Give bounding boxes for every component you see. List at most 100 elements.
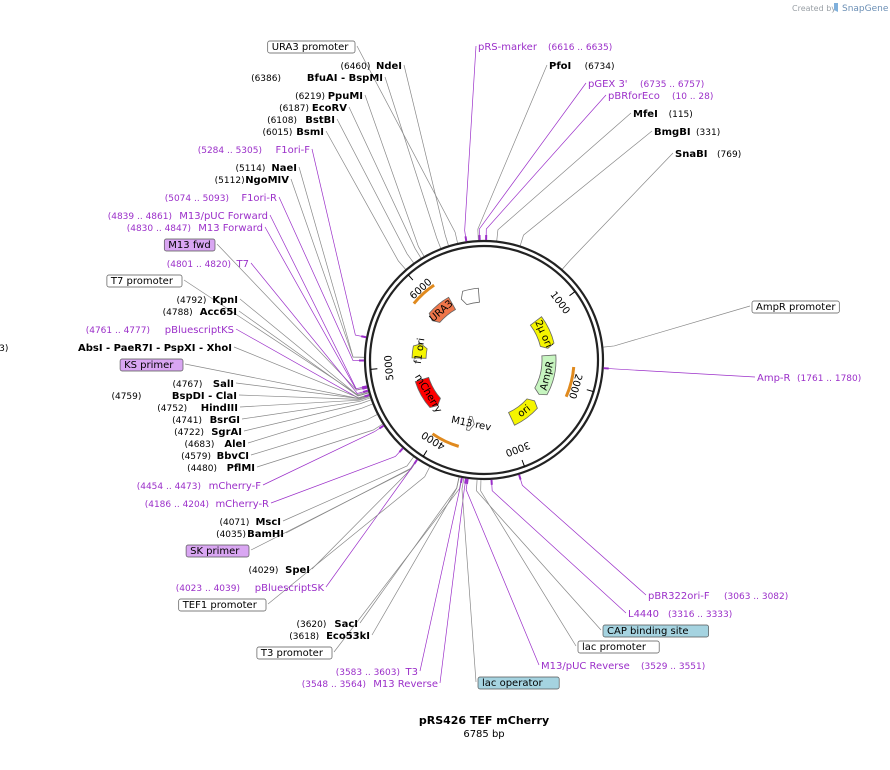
box-label-text: lac operator [482,678,543,689]
promoter-arc [412,283,435,305]
primer-site-marker [362,389,369,393]
site-name: SpeI [285,565,310,576]
box-label-text: T3 promoter [260,648,324,659]
site-position: (4029) [248,566,278,576]
box-label-text: CAP binding site [607,626,689,637]
primer-site-marker [398,447,404,453]
feature-label-f1-ori: f1 ori [413,337,428,364]
site-name: F1ori-F [276,145,311,156]
site-position: (4722) [174,428,204,438]
site-name: T3 [405,667,418,678]
site-name: Eco53kI [326,631,370,642]
site-position: (3583 .. 3603) [336,668,400,678]
label-bspdi-clai: BspDI - ClaI(4759) [111,391,237,402]
label-pbluescriptks: pBluescriptKS(4761 .. 4777) [86,325,234,336]
site-name: M13 Reverse [373,679,438,690]
label-ampr-promoter: AmpR promoter [751,300,840,314]
label-ecorv: EcoRV(6187) [279,103,347,114]
primer-site-marker [518,474,522,480]
label-box [106,274,183,288]
feature-label-m13-rev: M13 rev [450,415,492,434]
label-bbvci: BbvCI(4579) [181,451,249,462]
label-amp-r: Amp-R(1761 .. 1780) [757,373,861,384]
label-box [163,238,216,252]
box-label-text: KS primer [124,360,174,371]
tick-mark [569,291,576,297]
feature-arrow-ori [508,398,538,426]
label-lac-promoter: lac promoter [577,640,660,654]
site-name: pBluescriptKS [165,325,234,336]
site-position: (5112) [215,176,245,186]
site-position: (4579) [181,452,211,462]
connector-line [267,466,430,605]
site-position: (331) [696,128,720,138]
primer-site-marker [459,477,463,484]
label-ppumi: PpuMI(6219) [295,91,363,102]
connector-line [256,423,383,468]
site-name: MfeI [633,109,658,120]
label-acc65i: Acc65I(4788) [163,307,237,318]
map-subtitle: 6785 bp [463,729,504,740]
connector-line [464,45,477,242]
site-position: (4480) [187,464,217,474]
connector-line [371,477,460,636]
label-l4440: L4440(3316 .. 3333) [628,609,732,620]
site-position: (4035) [216,530,246,540]
site-name: F1ori-R [241,193,277,204]
label-pflmi: PflMI(4480) [187,463,255,474]
feature-arrow-ura3 [428,296,457,323]
primer-site-marker [464,236,468,242]
label-cap-binding-site: CAP binding site [602,624,709,638]
connector-line [562,152,674,270]
connector-line [465,478,540,666]
label-absi-paer7i-pspxi-xhoi: AbsI - PaeR7I - PspXI - XhoI(4773) [0,343,232,354]
connector-line [243,399,371,432]
label-pbrforeco: pBRforEco(10 .. 28) [608,91,713,102]
site-position: (3316 .. 3333) [668,610,732,620]
site-position: (4454 .. 4473) [137,482,201,492]
label-ngomiv: NgoMIV(5112) [215,175,290,186]
connector-line [239,396,370,408]
box-label-text: AmpR promoter [756,302,836,313]
connector-line [238,394,370,400]
primer-site-marker [413,459,418,465]
tick-label: 1000 [547,290,571,317]
connector-line [325,130,406,270]
label-m13-fwd: M13 fwd [163,238,216,252]
site-position: (6734) [585,62,615,72]
site-name: pGEX 3' [588,79,628,90]
label-snabi: SnaBI(769) [675,149,741,160]
site-position: (6219) [295,92,325,102]
primer-site-marker [464,478,467,484]
connector-line [476,479,602,631]
site-position: (6460) [340,62,370,72]
connector-line [603,367,756,378]
label-t7-promoter: T7 promoter [106,274,183,288]
label-m13-puc-reverse: M13/pUC Reverse(3529 .. 3551) [541,661,705,672]
tick-label: 5000 [383,355,396,381]
feature-arrow-segment-7 [460,287,480,306]
label-mcherry-r: mCherry-R(4186 .. 4204) [145,499,269,510]
connector-line [282,456,414,522]
site-position: (4752) [157,404,187,414]
primer-site-marker [465,478,469,484]
site-name: BsmI [296,127,324,138]
primer-site-marker [362,386,368,390]
site-position: (769) [717,150,741,160]
label-sgrai: SgrAI(4722) [174,427,242,438]
tick-mark [586,389,594,393]
label-lac-operator: lac operator [477,676,560,690]
connector-line [238,310,369,397]
label-ura3-promoter: URA3 promoter [267,40,356,54]
site-name: BmgBI [654,127,691,138]
label-box [477,676,560,690]
label-box [178,598,267,612]
site-position: (3529 .. 3551) [641,662,705,672]
label-bmgbi: BmgBI (331) [654,127,720,138]
label-naei: NaeI(5114) [235,163,297,174]
connector-line [247,403,373,444]
label-m13-reverse: M13 Reverse(3548 .. 3564) [302,679,438,690]
site-name: HindIII [201,403,238,414]
